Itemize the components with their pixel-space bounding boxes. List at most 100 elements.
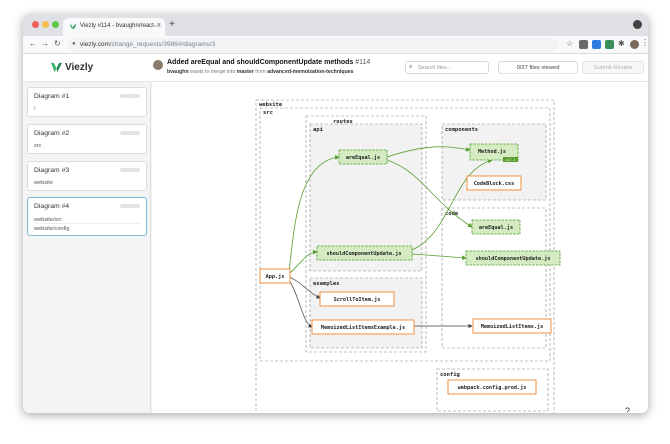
profile-avatar-icon[interactable]	[630, 40, 639, 49]
diagram-card-1[interactable]: Diagram #1 /	[27, 87, 147, 117]
node-areequal-code[interactable]	[471, 219, 521, 235]
bookmark-star-icon[interactable]: ☆	[566, 39, 574, 48]
pr-source-branch: advanced-memoization-techniques	[267, 69, 354, 75]
group-label-api: api	[313, 127, 324, 133]
edge-app-areequal	[288, 155, 340, 271]
diagram-card-title: Diagram #2	[34, 130, 70, 137]
node-scu-code[interactable]	[465, 250, 561, 266]
group-label-website: website	[259, 102, 283, 108]
edge-scu-method	[411, 158, 493, 251]
node-label-scroll-to-item: ScrollToItem.js	[334, 296, 381, 303]
node-label-memo-items: MemoizedListItems.js	[481, 323, 543, 330]
browser-window: Viezly #114 - bvaughn/react-... × + ← → …	[23, 14, 648, 413]
app-header: Viezly Added areEqual and shouldComponen…	[23, 54, 648, 82]
tab-search-icon[interactable]	[633, 20, 642, 29]
node-label-app: App.js	[266, 273, 285, 280]
node-memo-items[interactable]	[472, 318, 552, 334]
search-icon: ⌕	[409, 64, 413, 70]
group-label-src: src	[263, 110, 273, 116]
group-label-components: components	[445, 127, 478, 133]
diagram-card-path: src	[34, 143, 42, 149]
node-label-scu-api: shouldComponentUpdate.js	[327, 250, 402, 257]
node-method-diff-text: +1/-1	[505, 158, 515, 162]
diagram-card-path: /	[34, 106, 36, 112]
group-label-routes: routes	[333, 119, 353, 125]
node-webpack-config[interactable]	[447, 379, 537, 395]
app-logo-text[interactable]: Viezly	[65, 62, 94, 73]
diagram-card-title: Diagram #3	[34, 167, 70, 174]
node-memo-example[interactable]	[311, 319, 415, 335]
tab-title: Viezly #114 - bvaughn/react-...	[80, 23, 161, 29]
pr-title: Added areEqual and shouldComponentUpdate…	[167, 59, 370, 66]
author-avatar	[153, 60, 163, 70]
node-label-method: Method.js	[478, 148, 506, 155]
pr-title-text: Added areEqual and shouldComponentUpdate…	[167, 59, 354, 66]
files-viewed-progress	[499, 73, 577, 74]
diagram-card-2[interactable]: Diagram #2 src	[27, 124, 147, 154]
edge-app-memo-example	[288, 279, 313, 328]
pr-sub-middle: wants to merge into	[188, 69, 237, 75]
group-routes	[305, 115, 427, 353]
tab-close-icon[interactable]: ×	[156, 22, 161, 29]
back-icon[interactable]: ←	[29, 39, 37, 48]
edge-areequal-code	[386, 159, 473, 228]
forward-icon[interactable]: →	[41, 39, 49, 48]
tab-strip: Viezly #114 - bvaughn/react-... × +	[23, 14, 648, 36]
help-icon[interactable]: ?	[625, 406, 631, 413]
search-files-input[interactable]: ⌕ Search files...	[405, 61, 489, 74]
diagram-card-divider	[34, 223, 140, 224]
search-placeholder: Search files...	[418, 65, 452, 71]
diagram-card-title: Diagram #4	[34, 203, 70, 210]
diagram-card-4[interactable]: Diagram #4 website/src website/config	[27, 197, 147, 236]
diagram-card-path: website	[34, 180, 53, 186]
group-config	[436, 368, 549, 412]
group-label-code: code	[445, 211, 459, 217]
node-label-codeblock: CodeBlock.css	[474, 181, 515, 187]
group-code	[441, 207, 547, 349]
new-tab-button[interactable]: +	[169, 19, 175, 30]
node-areequal-api[interactable]	[338, 149, 388, 165]
node-label-memo-example: MemoizedListItemsExample.js	[321, 324, 405, 331]
minimize-window-button[interactable]	[42, 21, 49, 28]
node-scroll-to-item[interactable]	[319, 291, 395, 307]
node-label-areequal-code: areEqual.js	[479, 224, 513, 231]
edge-app-scu	[288, 249, 318, 275]
pr-subtitle: bvaughn wants to merge into master from …	[167, 69, 354, 75]
group-src	[259, 107, 551, 362]
diagram-card-3[interactable]: Diagram #3 website	[27, 161, 147, 191]
reload-icon[interactable]: ↻	[54, 39, 61, 48]
diagram-card-badge	[120, 168, 140, 172]
browser-tab[interactable]: Viezly #114 - bvaughn/react-... ×	[63, 18, 165, 36]
node-app[interactable]	[259, 268, 291, 284]
node-scu-api[interactable]	[316, 245, 413, 261]
diagram-card-badge	[120, 94, 140, 98]
pr-number: #114	[355, 59, 371, 66]
address-bar-row: ← → ↻ ● viezly.com/change_requests/3986#…	[23, 36, 648, 54]
url-path: /change_requests/3986#/diagrams/3	[109, 41, 216, 48]
diagram-card-path: website/config	[34, 226, 70, 232]
close-window-button[interactable]	[32, 21, 39, 28]
extension-icon-3[interactable]	[605, 40, 614, 49]
node-label-scu-code: shouldComponentUpdate.js	[476, 255, 551, 262]
node-method[interactable]	[469, 143, 519, 161]
maximize-window-button[interactable]	[52, 21, 59, 28]
group-label-examples: examples	[313, 281, 340, 287]
viezly-logo-icon	[51, 62, 62, 73]
extension-icon-1[interactable]	[579, 40, 588, 49]
edge-areequal-method	[386, 146, 471, 158]
url-field[interactable]: ● viezly.com/change_requests/3986#/diagr…	[68, 38, 558, 52]
group-label-config: config	[440, 372, 460, 378]
diagram-canvas[interactable]: .grp { fill: none; stroke: #888; stroke-…	[152, 82, 648, 413]
node-codeblock[interactable]	[466, 175, 522, 191]
submit-review-button[interactable]: Submit Review	[582, 61, 644, 74]
puzzle-extensions-icon[interactable]: ✱	[618, 39, 625, 48]
pr-author[interactable]: bvaughn	[167, 69, 189, 75]
extension-icon-2[interactable]	[592, 40, 601, 49]
diagram-sidebar: Diagram #1 / Diagram #2 src Diagram #3 w…	[23, 82, 151, 413]
pr-target-branch: master	[236, 69, 254, 75]
browser-menu-icon[interactable]: ⋮	[641, 38, 648, 47]
diagram-card-badge	[120, 204, 140, 208]
viezly-favicon-icon	[69, 24, 77, 30]
diagram-card-title: Diagram #1	[34, 93, 70, 100]
node-label-webpack-config: webpack.config.prod.js	[458, 384, 527, 391]
